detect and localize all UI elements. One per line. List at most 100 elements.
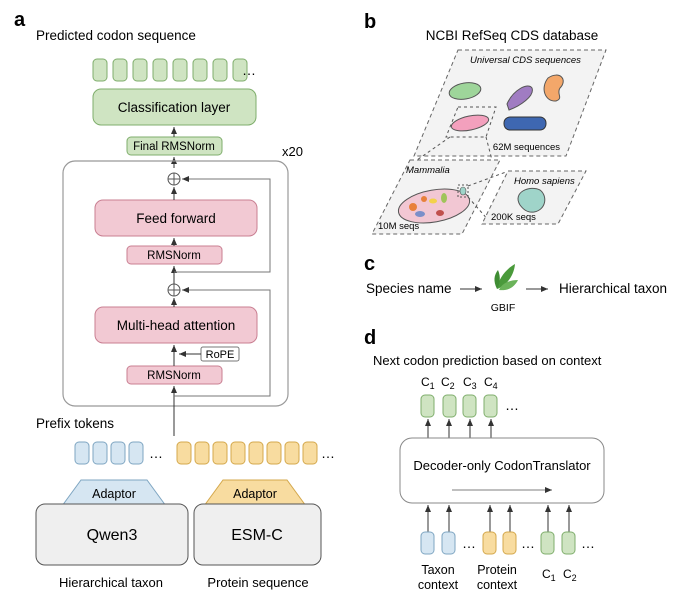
residual-skip-top [174, 176, 271, 273]
in-ellipsis: … [521, 535, 535, 551]
panel-d-title: Next codon prediction based on context [373, 353, 602, 368]
species-blob [436, 210, 444, 216]
codon-input-token [561, 531, 576, 555]
species-blob [415, 211, 425, 217]
species-blob [421, 196, 427, 202]
output-token-row: … [92, 58, 256, 82]
qwen3-encoder [35, 503, 189, 566]
taxon-token [74, 441, 90, 465]
output-title: Predicted codon sequence [36, 28, 196, 43]
connector [485, 136, 493, 161]
species-blob [459, 186, 467, 196]
in-ellipsis: … [462, 535, 476, 551]
output-token [192, 58, 208, 82]
taxon-context-token [420, 531, 435, 555]
attention-label: Multi-head attention [117, 318, 236, 333]
universal-count: 62M sequences [493, 142, 560, 153]
protein-token [302, 441, 318, 465]
mammalia-count: 10M seqs [378, 221, 419, 232]
prefix-token-row: … … [74, 441, 335, 465]
adaptor-right-label: Adaptor [233, 487, 277, 501]
leaf [497, 264, 515, 289]
codon-input-token [540, 531, 555, 555]
species-name-label: Species name [366, 281, 452, 296]
out-c3: C3 [463, 375, 477, 391]
protein-token [266, 441, 282, 465]
output-token [172, 58, 188, 82]
output-token [112, 58, 128, 82]
caption-protein-sequence: Protein sequence [207, 575, 308, 590]
protein-token [176, 441, 192, 465]
mammalia-label: Mammalia [406, 165, 450, 176]
connector [416, 136, 451, 161]
species-blob [450, 114, 490, 132]
species-blob [429, 198, 437, 204]
out-token [483, 394, 498, 418]
out-c1: C1 [421, 375, 435, 391]
panel-c: c Species name GBIF Hierarchical taxon [364, 253, 667, 314]
panel-d-letter: d [364, 327, 376, 349]
codon-translator-label: Decoder-only CodonTranslator [413, 458, 591, 473]
in-c1: C1 [542, 567, 556, 583]
gbif-label: GBIF [491, 302, 516, 314]
mammalia-highlight [445, 106, 497, 138]
out-token [462, 394, 477, 418]
species-blob [543, 74, 564, 102]
gbif-leaf-icon [494, 264, 518, 291]
protein-token [284, 441, 300, 465]
taxon-context-label-line1: Taxon [421, 563, 454, 577]
output-token [92, 58, 108, 82]
taxon-token [128, 441, 144, 465]
final-rmsnorm-label: Final RMSNorm [133, 141, 215, 153]
leaf [494, 270, 500, 289]
caption-hierarchical-taxon: Hierarchical taxon [59, 575, 163, 590]
protein-token [230, 441, 246, 465]
rmsnorm-attn-label: RMSNorm [147, 370, 201, 382]
esmc-label: ESM-C [231, 527, 283, 544]
protein-context-token [482, 531, 497, 555]
codon-translator-box [399, 437, 605, 504]
protein-ellipsis: … [321, 445, 335, 461]
out-c2: C2 [441, 375, 455, 391]
feed-forward-box [94, 199, 258, 237]
out-token [442, 394, 457, 418]
species-blob [441, 193, 447, 203]
output-ellipsis: … [242, 62, 256, 78]
esmc-encoder [193, 503, 322, 566]
out-ellipsis: … [505, 397, 519, 413]
adaptor-left-label: Adaptor [92, 487, 136, 501]
homo-count: 200K seqs [491, 212, 536, 223]
classification-layer-label: Classification layer [118, 100, 231, 115]
residual-skip-bottom [174, 287, 271, 397]
panel-b: b NCBI RefSeq CDS database Universal CDS… [364, 11, 607, 235]
in-ellipsis: … [581, 535, 595, 551]
panel-b-letter: b [364, 11, 376, 33]
panel-c-letter: c [364, 253, 375, 275]
out-c4: C4 [484, 375, 498, 391]
connector [467, 171, 507, 187]
out-token [420, 394, 435, 418]
homo-highlight [457, 184, 469, 198]
universal-label: Universal CDS sequences [470, 55, 581, 66]
prefix-ellipsis: … [149, 445, 163, 461]
output-token [132, 58, 148, 82]
hierarchical-taxon-label: Hierarchical taxon [559, 281, 667, 296]
species-blob [517, 187, 546, 213]
species-blob [503, 116, 547, 131]
taxon-context-label-line2: context [418, 578, 459, 592]
taxon-token [110, 441, 126, 465]
rmsnorm-ff-label: RMSNorm [147, 250, 201, 262]
protein-token [212, 441, 228, 465]
protein-token [194, 441, 210, 465]
output-token [232, 58, 248, 82]
panel-d: d Next codon prediction based on context… [364, 327, 605, 592]
attention-box [94, 306, 258, 344]
output-token [152, 58, 168, 82]
qwen3-label: Qwen3 [87, 527, 138, 544]
homo-label: Homo sapiens [514, 176, 575, 187]
taxon-context-token [441, 531, 456, 555]
panel-a: a Predicted codon sequence … Classificat… [14, 9, 335, 590]
panel-a-letter: a [14, 9, 26, 31]
output-token [212, 58, 228, 82]
